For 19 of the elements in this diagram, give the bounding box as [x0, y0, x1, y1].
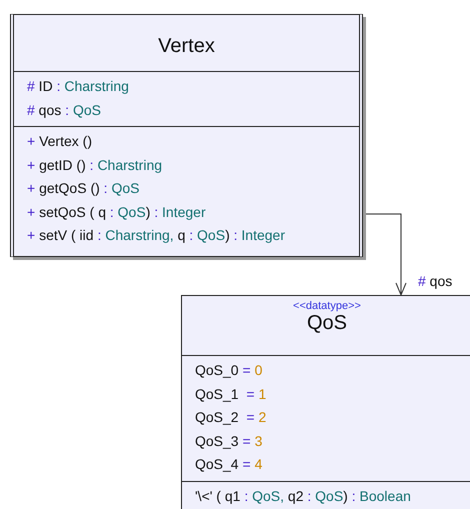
attribute-text: QoS_0 = 0 [195, 361, 262, 380]
operation-text: + Vertex () [27, 132, 92, 151]
attribute-text: # ID : Charstring [27, 77, 129, 96]
class-box [181, 295, 470, 509]
attribute-text: QoS_3 = 3 [195, 432, 262, 451]
class-box [10, 14, 363, 257]
operation-text: + getID () : Charstring [27, 156, 162, 175]
operation-text: + getQoS () : QoS [27, 179, 140, 198]
stereotype-label: <<datatype>> [293, 300, 361, 312]
role-label: # qos [418, 273, 452, 289]
attribute-text: QoS_2 = 2 [195, 408, 266, 427]
attribute-text: # qos : QoS [27, 100, 101, 120]
operation-text: '\<' ( q1 : QoS, q2 : QoS) : Boolean [195, 486, 411, 506]
operation-text: + setQoS ( q : QoS) : Integer [27, 202, 206, 222]
attribute-text: QoS_4 = 4 [195, 455, 262, 474]
class-name: Vertex [158, 35, 215, 58]
class-name: QoS [306, 312, 348, 335]
operation-text: + setV ( iid : Charstring, q : QoS) : Integer [27, 226, 285, 245]
attribute-text: QoS_1 = 1 [195, 384, 266, 404]
